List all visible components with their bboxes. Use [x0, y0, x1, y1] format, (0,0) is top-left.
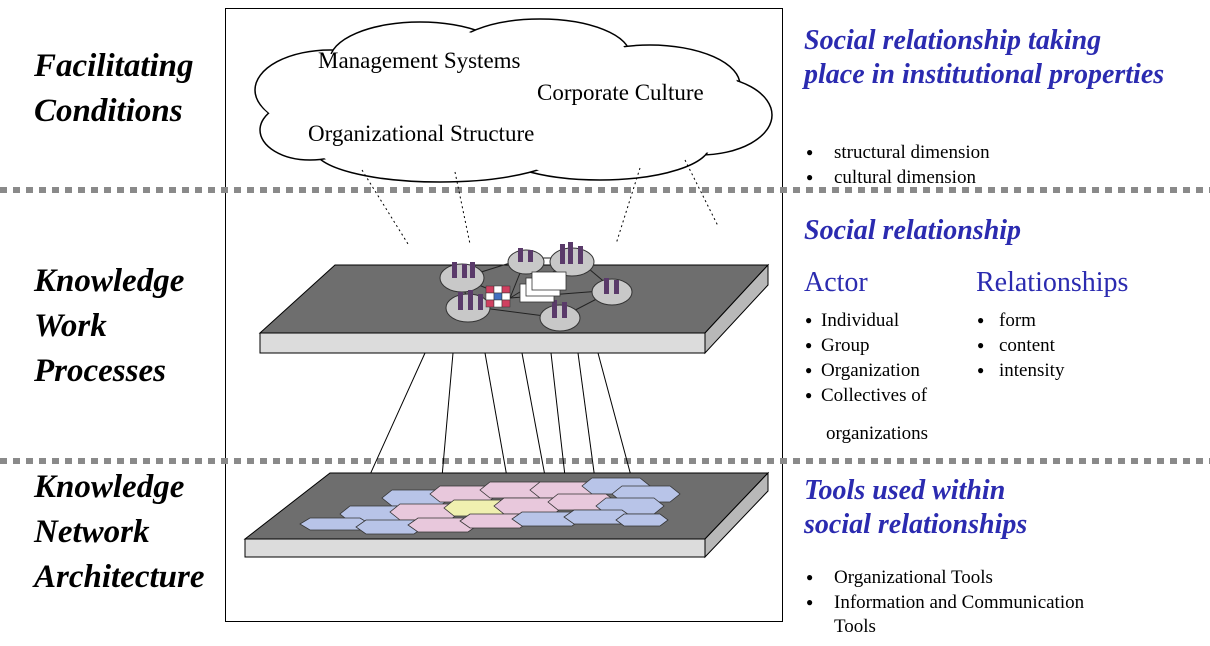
actor-bullets: Individual Group Organization Collective…: [805, 308, 927, 408]
label-line: Conditions: [34, 93, 183, 129]
label-line: Work: [34, 308, 107, 344]
bullet-item: cultural dimension: [800, 165, 990, 190]
label-line: Facilitating: [34, 48, 194, 84]
section1-bullets: structural dimension cultural dimension: [800, 140, 990, 190]
bullet-item: structural dimension: [800, 140, 990, 165]
actor-title: Actor: [804, 267, 868, 298]
relationship-bullets: form content intensity: [977, 308, 1064, 383]
heading-line: place in institutional properties: [804, 59, 1165, 90]
platform-icon: [258, 263, 770, 355]
actor-continuation: organizations: [826, 423, 929, 444]
label-line: Architecture: [34, 559, 205, 595]
section2-heading: Social relationship: [804, 215, 1022, 246]
section3-bullets: Organizational Tools Information and Com…: [800, 565, 1084, 615]
label-line: Processes: [34, 353, 166, 389]
organizational-structure-text: Organizational Structure: [308, 121, 535, 146]
relationships-title: Relationships: [976, 267, 1129, 298]
bullet-item: form: [977, 308, 1064, 333]
bullet-item: intensity: [977, 358, 1064, 383]
label-line: Knowledge: [34, 263, 185, 299]
heading-line: Tools used within: [804, 475, 1006, 506]
section1-heading: Social relationship taking place in inst…: [804, 24, 1164, 92]
facilitating-conditions-label: Facilitating Conditions: [34, 44, 194, 134]
label-line: Knowledge: [34, 469, 185, 505]
section3-continuation: Tools: [834, 616, 876, 637]
network-grid-icon: [243, 471, 770, 559]
bullet-item: content: [977, 333, 1064, 358]
bullet-item: Group: [805, 333, 927, 358]
bullet-item: Organizational Tools: [800, 565, 1084, 590]
bullet-item: Information and Communication: [800, 590, 1084, 615]
knowledge-work-processes-label: Knowledge Work Processes: [34, 259, 184, 394]
corporate-culture-text: Corporate Culture: [537, 80, 704, 105]
heading-line: Social relationship taking: [804, 25, 1102, 56]
diagram-frame: [225, 8, 783, 622]
bullet-item: Individual: [805, 308, 927, 333]
label-line: Network: [34, 514, 150, 550]
cloud-connector-lines: [361, 159, 719, 245]
knowledge-network-architecture-label: Knowledge Network Architecture: [34, 465, 205, 600]
bullet-item: Organization: [805, 358, 927, 383]
section3-heading: Tools used within social relationships: [804, 474, 1027, 542]
bullet-item: Collectives of: [805, 383, 927, 408]
management-systems-text: Management Systems: [318, 48, 521, 73]
people-group-icon: [439, 242, 633, 332]
heading-line: social relationships: [804, 509, 1028, 540]
